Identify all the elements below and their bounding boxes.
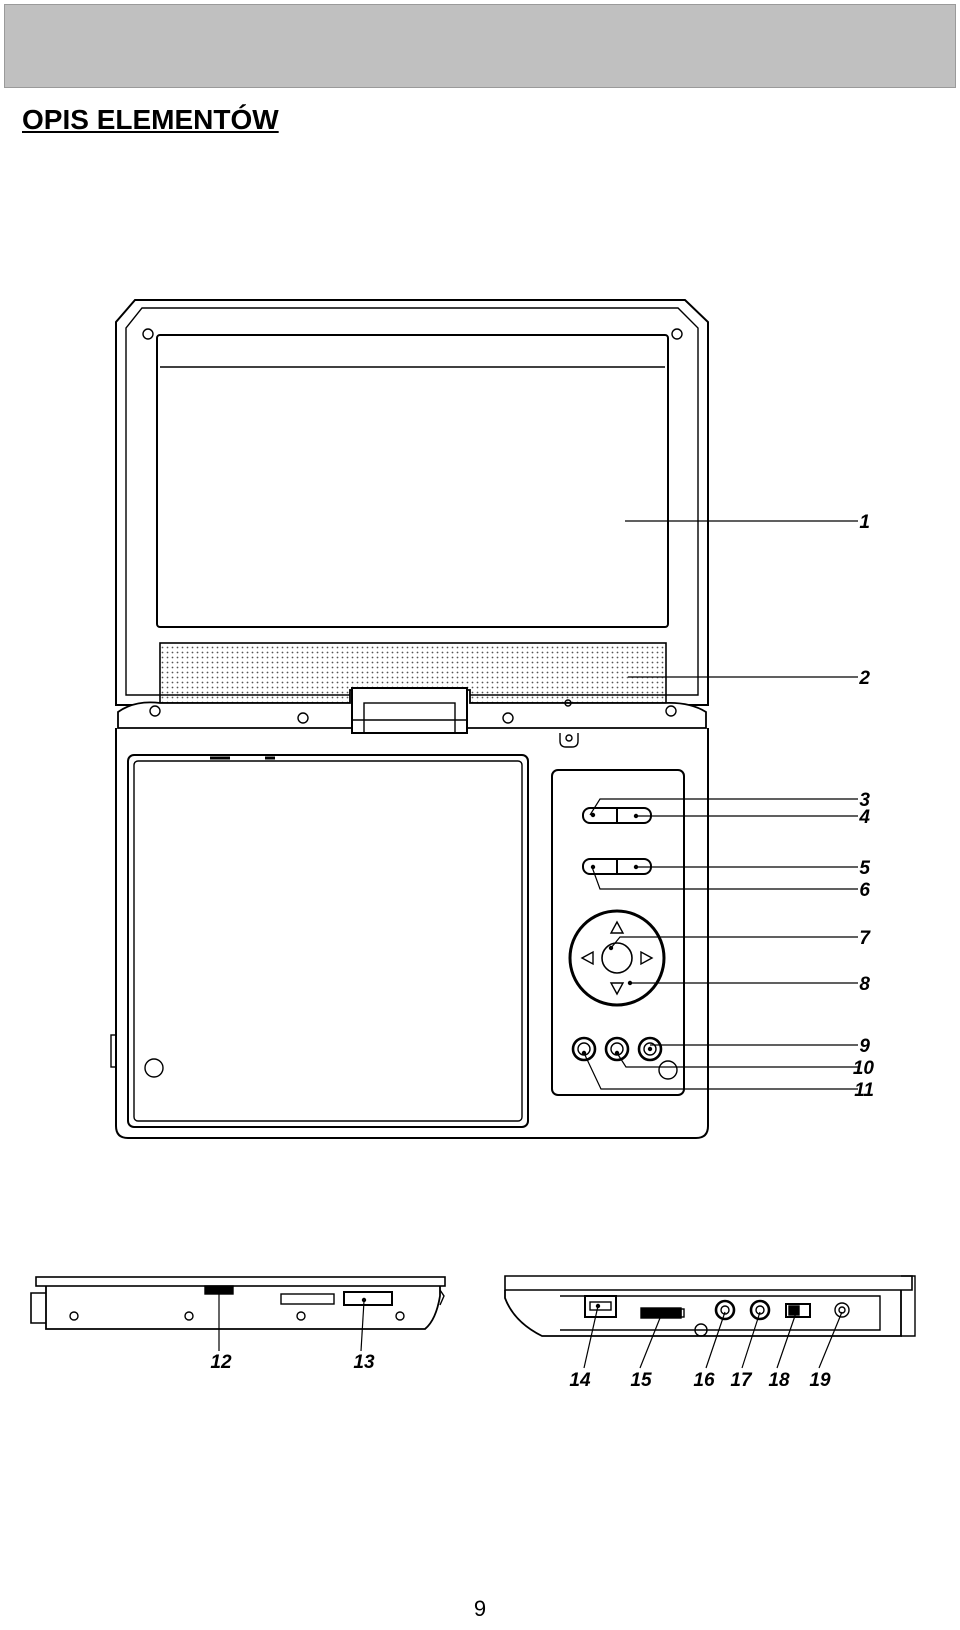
- page-title: OPIS ELEMENTÓW: [22, 104, 279, 135]
- callout-5: 5: [859, 858, 870, 879]
- arrow-right-icon[interactable]: [640, 950, 654, 966]
- header-bar: [4, 4, 956, 88]
- right-side-view: [504, 1275, 916, 1337]
- callout-lines: [218, 520, 858, 1369]
- callout-8: 8: [859, 974, 870, 995]
- callout-6: 6: [859, 880, 870, 901]
- round-button-left[interactable]: [571, 1036, 597, 1062]
- arrow-up-icon[interactable]: [609, 920, 625, 934]
- page-number: 9: [473, 1596, 487, 1621]
- callout-11: 11: [854, 1080, 874, 1101]
- callout-4: 4: [858, 807, 870, 828]
- callout-1: 1: [859, 512, 870, 533]
- callout-labels: 1 2 3 4 5 6 7 8 9 10 11 12 13 14 15 16 1…: [210, 512, 874, 1391]
- callout-16: 16: [693, 1370, 715, 1391]
- control-panel: [551, 769, 685, 1096]
- callout-10: 10: [853, 1058, 875, 1079]
- callout-2: 2: [858, 668, 870, 689]
- arrow-left-icon[interactable]: [580, 950, 594, 966]
- callout-14: 14: [569, 1370, 591, 1391]
- callout-15: 15: [630, 1370, 652, 1391]
- screen-lid: [115, 299, 709, 734]
- base-unit: [110, 728, 709, 1139]
- hinge: [351, 687, 468, 734]
- enter-button[interactable]: [601, 942, 633, 974]
- round-button-right[interactable]: [637, 1036, 663, 1062]
- callout-12: 12: [210, 1352, 232, 1373]
- callout-17: 17: [730, 1370, 753, 1391]
- callout-13: 13: [353, 1352, 375, 1373]
- callout-3: 3: [859, 790, 870, 811]
- nav-pad[interactable]: [568, 909, 666, 1007]
- left-side-view: [30, 1276, 446, 1330]
- callout-19: 19: [809, 1370, 831, 1391]
- callout-18: 18: [768, 1370, 790, 1391]
- arrow-down-icon[interactable]: [609, 982, 625, 996]
- round-button-middle[interactable]: [604, 1036, 630, 1062]
- disc-lid: [127, 754, 529, 1128]
- lcd-screen: [156, 334, 669, 628]
- callout-9: 9: [859, 1036, 870, 1057]
- callout-7: 7: [859, 928, 871, 949]
